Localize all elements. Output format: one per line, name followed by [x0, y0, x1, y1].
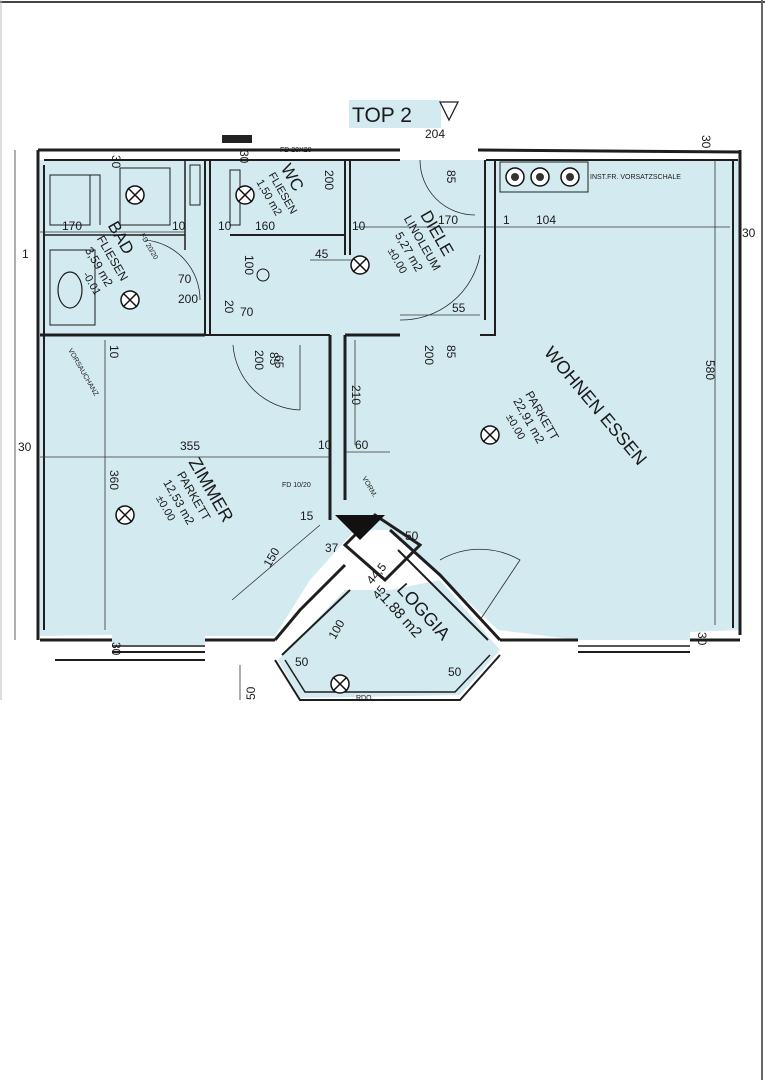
- dim-label: 10: [352, 219, 366, 233]
- level-markers: [115, 185, 500, 694]
- dim-label: 200: [322, 170, 336, 190]
- dim-label: 1: [503, 213, 510, 227]
- dim-label: 30: [237, 150, 251, 164]
- dim-label: 10: [318, 438, 332, 452]
- dim-label: 55: [452, 301, 466, 315]
- dim-label: 50: [295, 655, 309, 669]
- dim-label: 200: [252, 350, 266, 370]
- dim-label: 100: [242, 255, 256, 275]
- dim-label: 160: [255, 219, 275, 233]
- dim-label: 37: [325, 541, 339, 555]
- title-box: [349, 100, 441, 128]
- dim-label: 85: [267, 352, 281, 366]
- dim-label: 60: [355, 438, 369, 452]
- dim-label: 65: [272, 355, 286, 369]
- dimension-labels: 204 30 30 30 30 30 30 30 170 170 104 160…: [18, 127, 756, 700]
- annotation-fd-top: FD 20X20: [280, 147, 312, 154]
- dim-label: 580: [703, 360, 717, 380]
- dim-label: 15: [300, 509, 314, 523]
- dim-label: 50: [405, 529, 419, 543]
- dim-label: 45: [315, 247, 329, 261]
- dim-label: 200: [178, 292, 198, 306]
- annotation-rdo: RDO: [356, 695, 372, 702]
- annotation-vorsatzschale: INST.FR. VORSATZSCHALE: [590, 174, 681, 181]
- outer-walls: [36, 148, 742, 661]
- dim-label: 1: [22, 247, 29, 261]
- dim-label: 104: [536, 213, 556, 227]
- dim-label: 70: [178, 272, 192, 286]
- dim-label: 10: [172, 219, 186, 233]
- dim-label: 204: [425, 127, 445, 141]
- dim-label: 70: [240, 305, 254, 319]
- dim-label: 85: [444, 345, 458, 359]
- dim-label: 30: [18, 440, 32, 454]
- loggia-walls: [273, 513, 502, 701]
- dim-label: 170: [62, 219, 82, 233]
- room-fills: [40, 152, 740, 698]
- dim-label: 30: [109, 642, 123, 656]
- dim-label: 85: [444, 170, 458, 184]
- dim-label: 170: [438, 213, 458, 227]
- interior-walls: [40, 135, 496, 520]
- dim-label: 30: [109, 155, 123, 169]
- dim-label: 10: [107, 345, 121, 359]
- dim-label: 30: [699, 135, 713, 149]
- dim-label: 200: [422, 345, 436, 365]
- dim-label: 50: [244, 686, 258, 700]
- dim-label: 360: [107, 470, 121, 490]
- vorsatzschale-fixtures: [499, 161, 589, 193]
- dim-label: 10: [218, 219, 232, 233]
- dim-label: 355: [180, 439, 200, 453]
- dim-label: 210: [349, 385, 363, 405]
- plan-title: TOP 2: [352, 104, 412, 127]
- dim-label: 30: [695, 632, 709, 646]
- triangle-marker-icon: [438, 101, 460, 122]
- dim-label: 30: [742, 226, 756, 240]
- dimension-lines: [14, 150, 730, 700]
- dim-label: 50: [448, 665, 462, 679]
- door-arcs: [144, 159, 521, 621]
- dim-label: 20: [222, 300, 236, 314]
- annotation-fd-mid: FD 10/20: [282, 482, 311, 489]
